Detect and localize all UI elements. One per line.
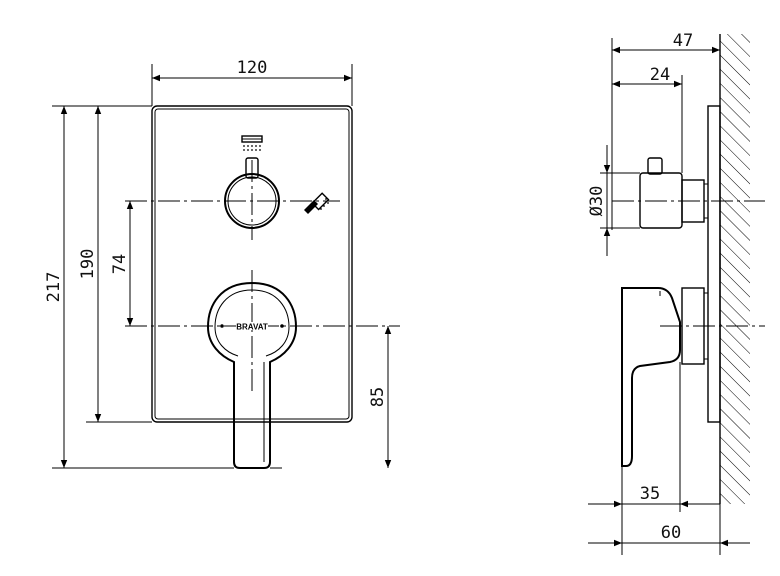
hand-shower-icon: [304, 192, 330, 214]
front-view: BRAVAT 120 217 190 74 85: [44, 58, 400, 469]
mixer-handle-side: [621, 287, 709, 467]
diverter-knob: [224, 157, 280, 229]
side-view: 47 24 Ø30 35 60: [587, 31, 765, 555]
dim-total-height-label: 217: [44, 272, 64, 303]
dim-depth-total-label: 47: [673, 31, 693, 51]
cover-plate-inner-edge: [154, 108, 350, 420]
diverter-knob-side: [639, 157, 709, 229]
dim-width-label: 120: [237, 58, 268, 78]
wall-hatching: [720, 34, 750, 504]
dim-depth-knob-label: 24: [650, 65, 670, 85]
dim-overall-depth-label: 60: [661, 523, 681, 543]
cover-plate-side: [707, 105, 721, 423]
dim-plate-height-label: 190: [78, 249, 98, 280]
dim-handle-height-label: 85: [368, 387, 388, 407]
shower-head-icon: [241, 135, 263, 151]
cover-plate: [151, 105, 353, 423]
brand-logo-text: BRAVAT: [236, 323, 268, 332]
mixer-handle: [206, 281, 298, 469]
dim-handle-depth-label: 35: [640, 484, 660, 504]
dim-axis-spacing-label: 74: [110, 254, 130, 274]
dim-diameter-label: Ø30: [587, 186, 607, 217]
